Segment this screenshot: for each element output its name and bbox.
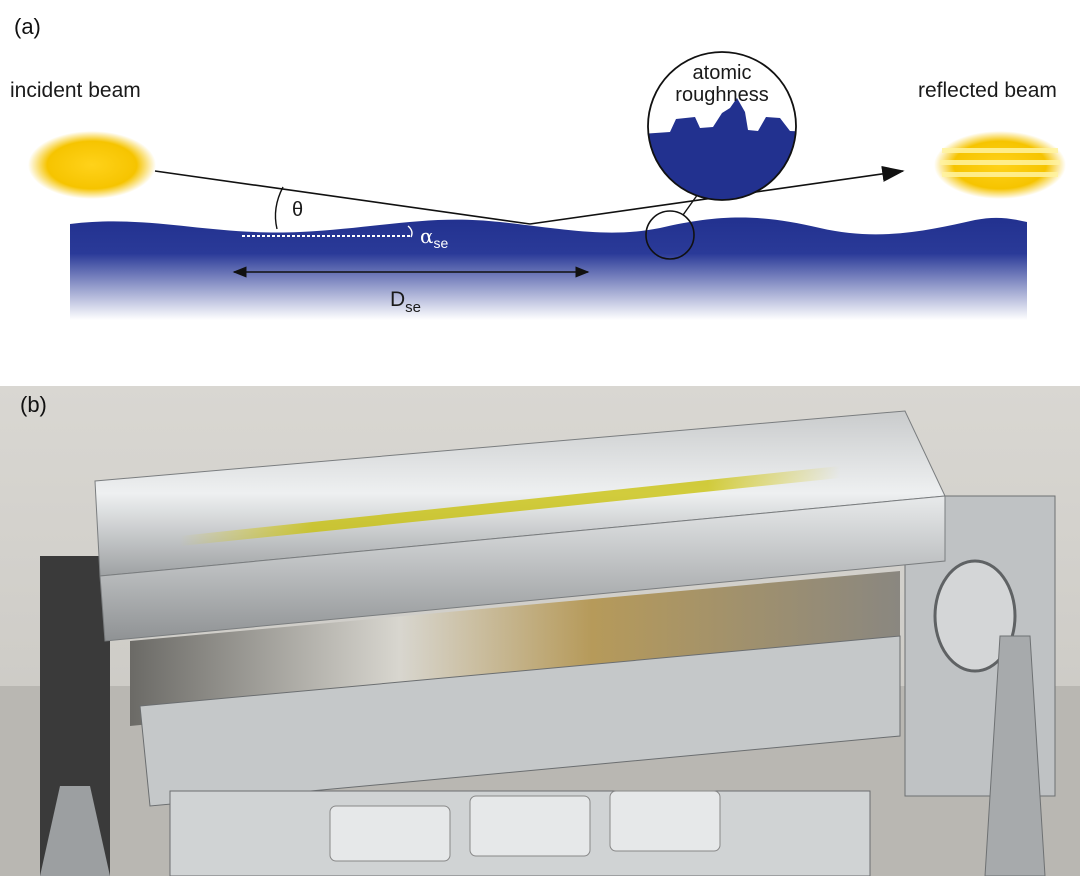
alpha-symbol: α — [420, 224, 434, 248]
incident-beam-label: incident beam — [10, 79, 141, 102]
roughness-label-line2: roughness — [675, 84, 768, 106]
reflected-beam-spot — [934, 131, 1066, 199]
mirror-surface — [70, 217, 1027, 320]
incident-ray — [154, 170, 531, 225]
mirror-assembly-photo: (b) — [0, 386, 1080, 876]
mirror-assembly-image — [0, 386, 1080, 876]
reflection-schematic: incident beam reflected beam θ αse Dse a… — [10, 51, 1066, 320]
zoom-source-circle — [645, 210, 695, 260]
alpha-subscript: se — [434, 235, 449, 251]
alpha-label: αse — [420, 224, 449, 251]
d-subscript: se — [405, 299, 421, 316]
zoom-circle — [647, 51, 797, 201]
incident-beam-spot — [28, 131, 156, 199]
panel-b-label: (b) — [20, 392, 47, 417]
theta-symbol: θ — [292, 199, 303, 221]
reflected-beam-label: reflected beam — [918, 79, 1057, 102]
d-se-label: Dse — [390, 288, 421, 316]
d-symbol: D — [390, 288, 405, 311]
theta-arc — [274, 186, 284, 230]
roughness-label-line1: atomic — [693, 62, 752, 84]
panel-a-label: (a) — [14, 14, 41, 39]
alpha-arc — [407, 225, 413, 238]
